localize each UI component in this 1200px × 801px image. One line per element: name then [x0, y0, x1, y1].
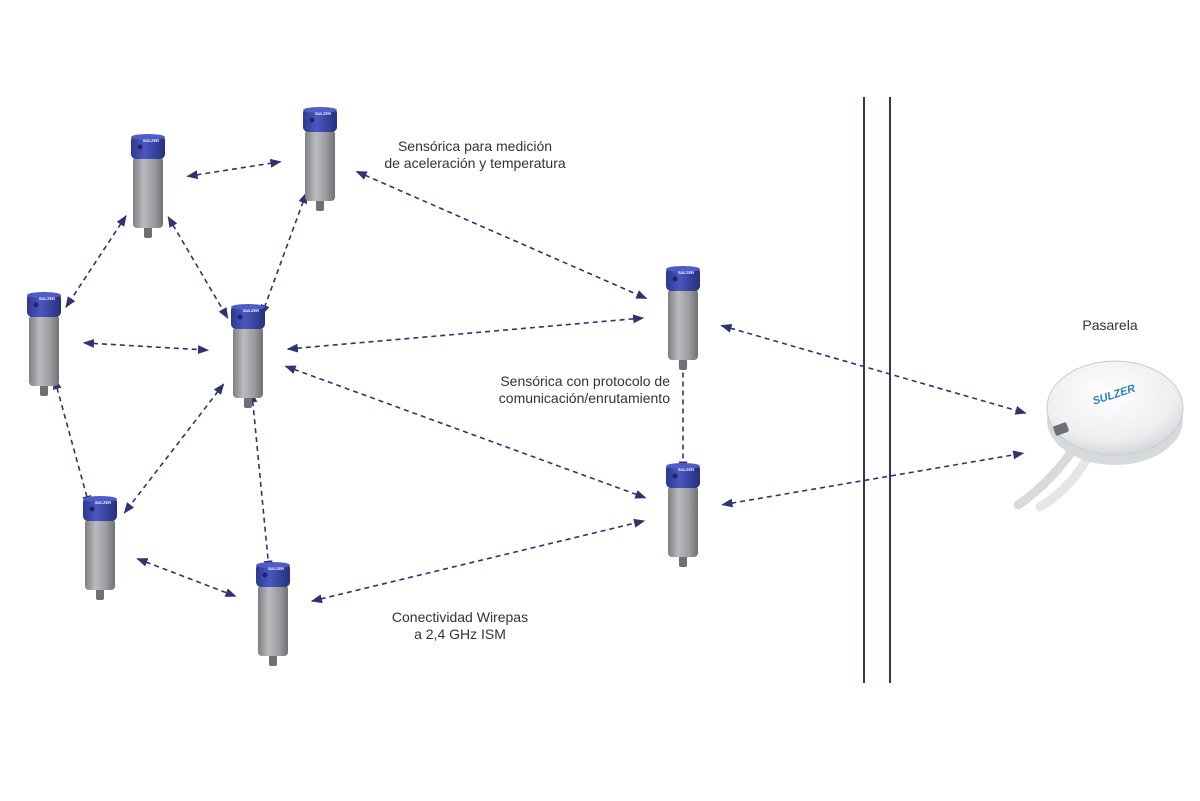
sensor-body	[668, 486, 698, 557]
sensor-device: SULZER	[666, 266, 700, 370]
sensor-body	[305, 130, 335, 201]
sensor-cap	[131, 135, 165, 159]
sensor-measurement-label-line1: Sensórica para medición	[397, 138, 553, 154]
sensor-device: SULZER	[256, 562, 290, 666]
sensor-logo: SULZER	[315, 111, 331, 116]
sensor-logo: SULZER	[39, 296, 55, 301]
sensor-cap	[231, 305, 265, 329]
sensor-device: SULZER	[231, 304, 265, 408]
sensor-body	[133, 157, 163, 228]
sensor-body	[668, 289, 698, 360]
gateway-top	[1046, 360, 1184, 456]
sensor-logo: SULZER	[143, 138, 159, 143]
sensor-logo: SULZER	[243, 308, 259, 313]
link-arrow	[260, 192, 308, 316]
sensor-led	[237, 314, 243, 320]
sensor-cap	[303, 108, 337, 132]
link-arrow	[52, 377, 92, 508]
link-arrow	[286, 314, 645, 353]
wall-divider	[863, 97, 891, 683]
sensor-led	[672, 276, 678, 282]
sensor-cap	[666, 464, 700, 488]
sensor-cap-top	[131, 134, 165, 140]
sensor-cap	[83, 497, 117, 521]
nodes: SULZER SULZER SULZER SULZER SULZER SULZER SULZ…	[27, 107, 700, 666]
sensor-logo: SULZER	[268, 566, 284, 571]
sensor-led	[672, 473, 678, 479]
sensor-cap	[27, 293, 61, 317]
sensor-measurement-label-line2: de aceleración y temperatura	[384, 155, 566, 171]
sensor-device: SULZER	[131, 134, 165, 238]
sensor-body	[233, 327, 263, 398]
link-arrow	[186, 158, 282, 180]
sensor-cap	[666, 267, 700, 291]
sensor-device: SULZER	[303, 107, 337, 211]
connectivity-label-line2: a 2,4 GHz ISM	[414, 626, 506, 642]
sensor-led	[137, 144, 143, 150]
sensor-cap	[256, 563, 290, 587]
sensor-led	[309, 117, 315, 123]
link-arrow	[248, 391, 273, 572]
routing-sensor-label-line1: Sensórica con protocolo de	[500, 373, 670, 389]
sensor-body	[258, 585, 288, 656]
gateway-label: Pasarela	[1070, 317, 1150, 334]
routing-sensor-label-line2: comunicación/enrutamiento	[498, 390, 670, 406]
link-arrow	[123, 383, 225, 514]
sensor-logo: SULZER	[678, 270, 694, 275]
sensor-cap-top	[231, 304, 265, 310]
link-arrow	[284, 365, 647, 499]
link-arrow	[721, 450, 1025, 508]
link-arrow	[310, 518, 646, 604]
sensor-logo: SULZER	[95, 500, 111, 505]
connectivity-label-line1: Conectividad Wirepas	[391, 609, 529, 625]
sensor-led	[262, 572, 268, 578]
link-arrow	[720, 324, 1027, 415]
sensor-body	[29, 315, 59, 386]
sensor-device: SULZER	[666, 463, 700, 567]
link-arrow	[82, 338, 210, 355]
gateway-port	[1053, 422, 1069, 436]
sensor-cap-top	[256, 562, 290, 568]
sensor-device: SULZER	[83, 496, 117, 600]
sensor-cap-top	[666, 266, 700, 272]
sensor-measurement-label: Sensórica para medición de aceleración y…	[360, 138, 590, 172]
sensor-cap-top	[303, 107, 337, 113]
link-arrow	[355, 170, 648, 300]
gateway-device: SULZER	[1013, 360, 1184, 512]
sensor-cap-top	[666, 463, 700, 469]
link-arrow	[65, 214, 127, 309]
sensor-cap-top	[83, 496, 117, 502]
connectivity-label: Conectividad Wirepas a 2,4 GHz ISM	[360, 609, 560, 643]
sensor-led	[33, 302, 39, 308]
link-arrow	[167, 216, 229, 319]
sensor-device: SULZER	[27, 292, 61, 396]
sensor-body	[85, 519, 115, 590]
link-arrow	[136, 558, 237, 597]
sensor-led	[89, 506, 95, 512]
gateway-label-text: Pasarela	[1082, 317, 1138, 333]
link-arrows	[52, 158, 1027, 604]
sensor-logo: SULZER	[678, 467, 694, 472]
routing-sensor-label: Sensórica con protocolo de comunicación/…	[440, 373, 670, 407]
sensor-cap-top	[27, 292, 61, 298]
